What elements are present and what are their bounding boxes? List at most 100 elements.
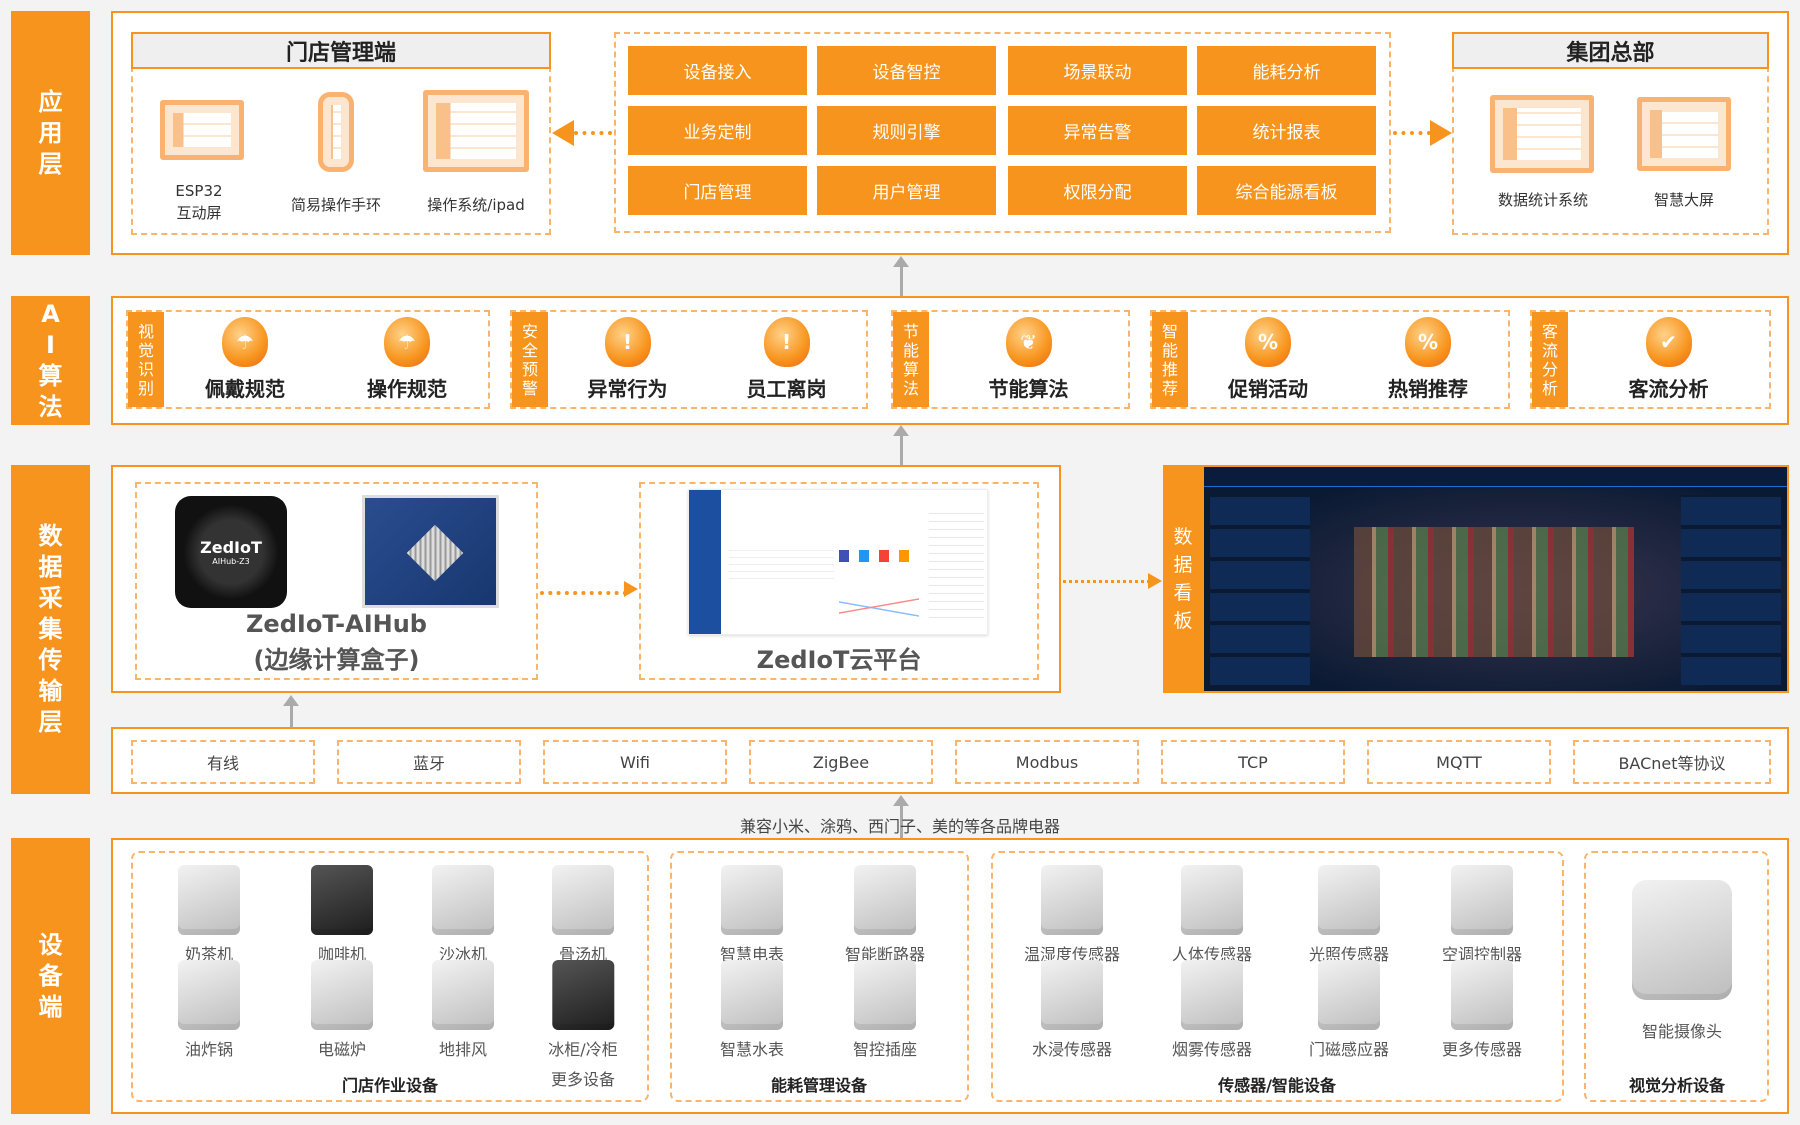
ai-item[interactable]: ☂操作规范 xyxy=(367,317,447,402)
layer-data-text: 数据采集传输层 xyxy=(38,522,63,736)
ai-item-label: 异常行为 xyxy=(587,377,668,401)
layer-label-device: 设备端 xyxy=(11,838,90,1114)
device-label: 更多传感器 xyxy=(1441,1040,1523,1059)
function-button[interactable]: 异常告警 xyxy=(1008,106,1187,155)
layer-device-text: 设备端 xyxy=(38,930,63,1021)
arrow-aihub-cloud-line xyxy=(540,591,627,595)
aihub-model-text: AIHub-Z3 xyxy=(212,557,250,566)
protocol-item: ZigBee xyxy=(749,740,933,784)
device-label: 温湿度传感器 xyxy=(1023,945,1121,964)
device-item: 沙冰机 xyxy=(432,865,494,965)
energy-group xyxy=(670,851,969,1102)
ai-algorithm-icon: % xyxy=(1405,317,1451,367)
arrow-left-line xyxy=(574,131,612,135)
ai-algorithm-icon: ✔ xyxy=(1645,317,1692,367)
function-button[interactable]: 门店管理 xyxy=(628,166,807,215)
function-button[interactable]: 规则引擎 xyxy=(817,106,996,155)
device-image xyxy=(178,865,240,935)
function-button[interactable]: 业务定制 xyxy=(628,106,807,155)
protocol-item: Modbus xyxy=(955,740,1139,784)
ai-item[interactable]: % 热销推荐 xyxy=(1388,317,1468,402)
aihub-device-image: ZedIoT AIHub-Z3 xyxy=(175,496,287,608)
compat-note: 兼容小米、涂鸦、西门子、美的等各品牌电器 xyxy=(739,817,1060,836)
device-label: 咖啡机 xyxy=(317,945,366,964)
ai-group-label: 安全预警 xyxy=(512,312,548,407)
device-item: 烟雾传感器 xyxy=(1172,960,1252,1060)
device-item: 骨汤机 xyxy=(552,865,614,965)
ai-item-label: 节能算法 xyxy=(988,377,1069,401)
arrow-cloud-dashboard-icon xyxy=(1148,573,1162,589)
hq-item-stats: 数据统计系统 xyxy=(1497,191,1589,209)
device-label: 智能断路器 xyxy=(844,945,926,964)
ai-item[interactable]: ❦ 节能算法 xyxy=(989,317,1069,402)
ai-item[interactable]: ☂佩戴规范 xyxy=(205,317,285,402)
device-image xyxy=(853,960,916,1030)
esp32-screen-icon xyxy=(160,100,244,160)
ai-group-label: 客流分析 xyxy=(1532,312,1568,407)
device-image xyxy=(178,960,240,1030)
protocol-item: TCP xyxy=(1161,740,1345,784)
store-client-title: 门店管理端 xyxy=(131,32,551,69)
device-item: 咖啡机 xyxy=(311,865,373,965)
device-label: 烟雾传感器 xyxy=(1171,1040,1253,1059)
ai-item[interactable]: %促销活动 xyxy=(1228,317,1308,402)
arrow-right-line xyxy=(1393,131,1431,135)
device-image xyxy=(1450,865,1513,935)
protocol-item: 有线 xyxy=(131,740,315,784)
device-item: 智慧电表 xyxy=(720,865,784,965)
function-button[interactable]: 统计报表 xyxy=(1197,106,1376,155)
device-image xyxy=(853,865,916,935)
arrow-cloud-dashboard-line xyxy=(1063,580,1150,583)
ai-items: ✔客流分析 xyxy=(1568,312,1769,407)
protocol-item: BACnet等协议 xyxy=(1573,740,1771,784)
device-label: 智能摄像头 xyxy=(1641,1022,1722,1041)
function-button[interactable]: 用户管理 xyxy=(817,166,996,215)
device-item: 油炸锅 xyxy=(178,960,240,1060)
ai-items: %促销活动% 热销推荐 xyxy=(1188,312,1508,407)
arrow-left-icon xyxy=(552,120,574,146)
ai-algorithm-icon: ❦ xyxy=(1005,317,1052,367)
ai-item[interactable]: !异常行为 xyxy=(588,317,668,402)
circuit-board-image xyxy=(362,495,499,608)
tablet-icon xyxy=(423,90,529,172)
ai-group-label-text: 智能推荐 xyxy=(1161,321,1178,398)
device-label: 水浸传感器 xyxy=(1031,1040,1113,1059)
ai-item-label: 佩戴规范 xyxy=(205,377,285,401)
ai-group-label-text: 客流分析 xyxy=(1541,321,1558,398)
layer-ai-text: AI算法 xyxy=(38,299,63,421)
function-button[interactable]: 能耗分析 xyxy=(1197,46,1376,95)
function-button[interactable]: 综合能源看板 xyxy=(1197,166,1376,215)
ai-item-label: 热销推荐 xyxy=(1388,377,1468,401)
ai-item[interactable]: ✔客流分析 xyxy=(1629,317,1709,402)
ai-item[interactable]: !员工离岗 xyxy=(747,317,827,402)
device-image xyxy=(1040,865,1103,935)
function-button[interactable]: 场景联动 xyxy=(1008,46,1187,95)
function-button[interactable]: 设备智控 xyxy=(817,46,996,95)
layer-label-data: 数据采集传输层 xyxy=(11,465,90,794)
function-button[interactable]: 权限分配 xyxy=(1008,166,1187,215)
dashboard-label-text: 数据看板 xyxy=(1173,526,1193,632)
device-image xyxy=(432,865,494,935)
ai-items: ☂佩戴规范 ☂操作规范 xyxy=(164,312,488,407)
device-label: 智慧电表 xyxy=(719,945,785,964)
protocol-item: 蓝牙 xyxy=(337,740,521,784)
protocol-item: Wifi xyxy=(543,740,727,784)
device-image xyxy=(1180,865,1243,935)
device-label: 骨汤机 xyxy=(558,945,607,964)
device-image xyxy=(1180,960,1243,1030)
device-item: 智能摄像头 xyxy=(1632,880,1732,1042)
aihub-title-block: ZedIoT-AIHub (边缘计算盒子) xyxy=(135,606,538,678)
aihub-title: ZedIoT-AIHub xyxy=(246,610,427,638)
big-screen-icon xyxy=(1637,97,1731,171)
device-item: 智慧水表 xyxy=(720,960,784,1060)
layer-label-ai: AI算法 xyxy=(11,296,90,425)
hq-title: 集团总部 xyxy=(1452,32,1769,69)
arrow-aihub-cloud-icon xyxy=(624,581,638,597)
store-ops-title: 门店作业设备 xyxy=(341,1076,439,1095)
ai-group-label-text: 节能算法 xyxy=(902,321,919,398)
function-button[interactable]: 设备接入 xyxy=(628,46,807,95)
device-image xyxy=(552,960,614,1030)
device-image xyxy=(1040,960,1103,1030)
device-label: 地排风 xyxy=(438,1040,487,1059)
